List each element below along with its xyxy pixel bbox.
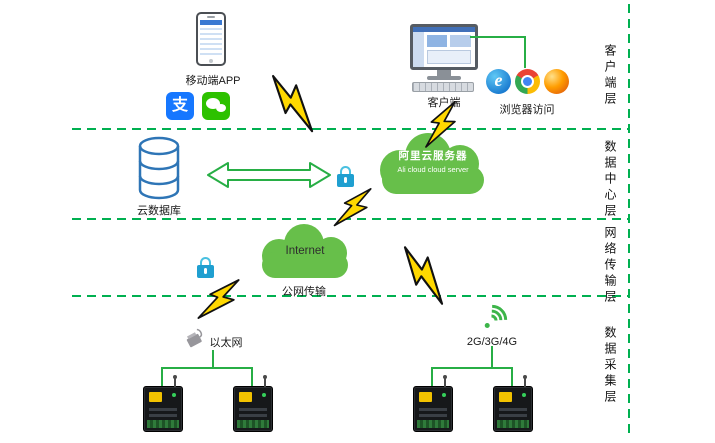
data-logger-device-icon <box>233 375 273 432</box>
keyboard-icon <box>412 82 474 92</box>
data-logger-device-icon <box>413 375 453 432</box>
lock-body <box>197 265 214 278</box>
lock-icon <box>337 166 354 187</box>
double-arrow-icon <box>207 162 331 188</box>
device-slot <box>499 408 527 411</box>
device-slot <box>239 408 267 411</box>
lightning-bolt-icon <box>197 279 240 319</box>
ali-cloud-icon <box>380 133 484 194</box>
mobile-app-label: 移动端APP <box>185 75 241 87</box>
lightning-bolt-icon <box>425 101 456 148</box>
layer-separator-line <box>72 128 628 130</box>
ali-cloud-label-en: Ali cloud cloud server <box>397 165 469 174</box>
connector-line <box>431 367 433 386</box>
device-led <box>522 393 526 397</box>
antenna <box>173 375 177 387</box>
chrome-browser-icon <box>515 69 540 94</box>
antenna <box>523 375 527 387</box>
firefox-browser-icon <box>544 69 569 94</box>
antenna <box>443 375 447 387</box>
monitor-panel <box>427 35 447 47</box>
connector-line <box>212 350 214 368</box>
browser-access-label: 浏览器访问 <box>499 104 555 116</box>
wechat-icon <box>202 92 230 120</box>
ethernet-connector-icon <box>186 328 203 348</box>
device-sticker <box>149 392 162 402</box>
device-slot <box>419 414 447 417</box>
internet-cloud-icon <box>262 224 348 278</box>
monitor-stand <box>437 70 451 76</box>
device-led <box>172 393 176 397</box>
ie-browser-icon: e <box>486 69 511 94</box>
device-terminals <box>417 420 449 428</box>
monitor-base <box>427 76 461 80</box>
monitor-header-bar <box>413 27 475 32</box>
layer-label-acquisition: 数据采集层 <box>603 326 617 406</box>
layer-label-client: 客户端层 <box>603 44 617 108</box>
data-logger-device-icon <box>493 375 533 432</box>
database-cylinder-icon <box>138 136 180 200</box>
cloud-db-label: 云数据库 <box>137 205 181 217</box>
smartphone-icon <box>196 12 226 66</box>
cellular-label: 2G/3G/4G <box>466 336 518 348</box>
layer-label-network: 网络传输层 <box>603 226 617 306</box>
monitor-panel <box>427 50 471 64</box>
device-slot <box>499 414 527 417</box>
lock-shackle <box>200 257 211 267</box>
monitor-panel <box>450 35 471 47</box>
lightning-bolt-icon <box>333 187 372 227</box>
wifi-arc <box>470 298 514 342</box>
layer-separator-line <box>72 295 628 297</box>
alipay-icon: 支 <box>166 92 194 120</box>
connector-line <box>491 346 493 368</box>
device-led <box>442 393 446 397</box>
ali-cloud-label-cn: 阿里云服务器 <box>398 150 468 162</box>
phone-screen <box>200 20 222 57</box>
layer-separator-line <box>72 218 628 220</box>
connector-line <box>161 367 253 369</box>
desktop-computer-icon <box>410 24 478 70</box>
device-sticker <box>239 392 252 402</box>
wifi-signal-icon <box>470 293 519 342</box>
layer-label-datacenter: 数据中心层 <box>603 140 617 220</box>
ethernet-label: 以太网 <box>209 337 243 349</box>
lock-icon <box>197 257 214 278</box>
device-slot <box>239 414 267 417</box>
lightning-bolt-icon <box>272 74 314 133</box>
device-terminals <box>497 420 529 428</box>
connector-line <box>251 367 253 386</box>
internet-label: Internet <box>285 245 325 257</box>
lock-shackle <box>340 166 351 176</box>
device-terminals <box>237 420 269 428</box>
right-border-dashed-line <box>628 4 630 438</box>
lock-body <box>337 174 354 187</box>
device-sticker <box>419 392 432 402</box>
connector-line <box>470 36 526 38</box>
device-slot <box>419 408 447 411</box>
connector-line <box>431 367 513 369</box>
lightning-bolt-icon <box>403 246 444 305</box>
connector-line <box>524 36 526 68</box>
public-network-label: 公网传输 <box>282 286 326 298</box>
ali-cloud-text: 阿里云服务器 Ali cloud cloud server <box>368 148 498 174</box>
device-sticker <box>499 392 512 402</box>
data-logger-device-icon <box>143 375 183 432</box>
antenna <box>263 375 267 387</box>
device-terminals <box>147 420 179 428</box>
device-slot <box>149 414 177 417</box>
device-led <box>262 393 266 397</box>
monitor-sidebar <box>413 32 424 67</box>
connector-line <box>511 367 513 386</box>
device-slot <box>149 408 177 411</box>
connector-line <box>161 367 163 386</box>
